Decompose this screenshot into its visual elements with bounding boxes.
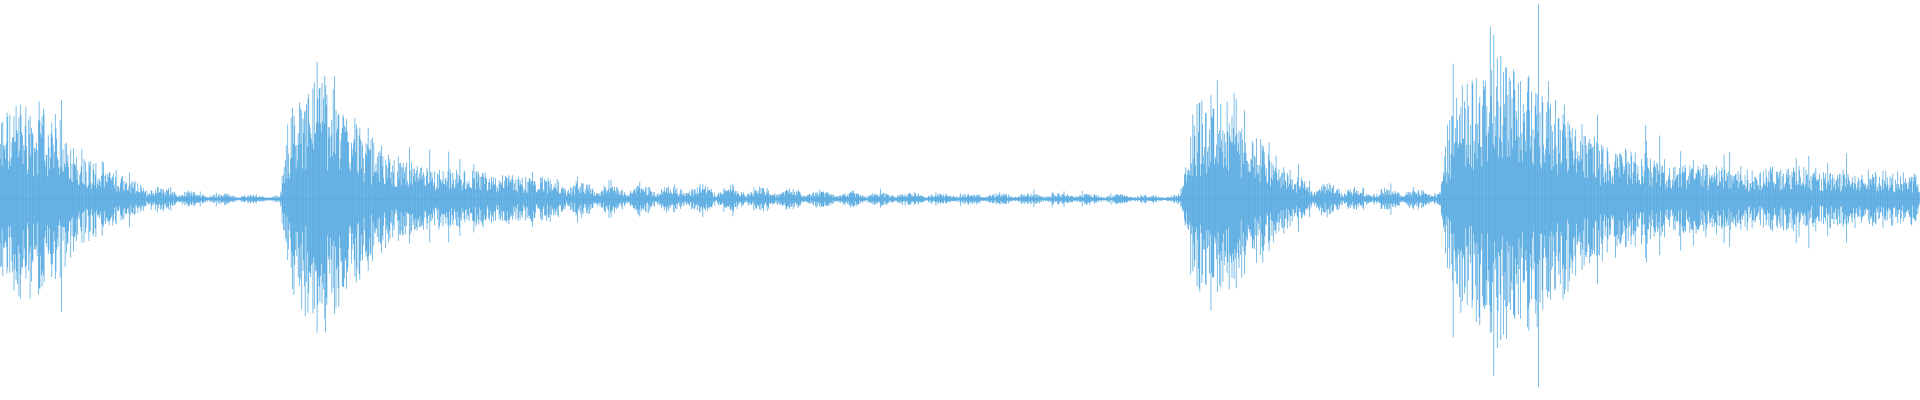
waveform-strokes <box>0 4 1920 387</box>
